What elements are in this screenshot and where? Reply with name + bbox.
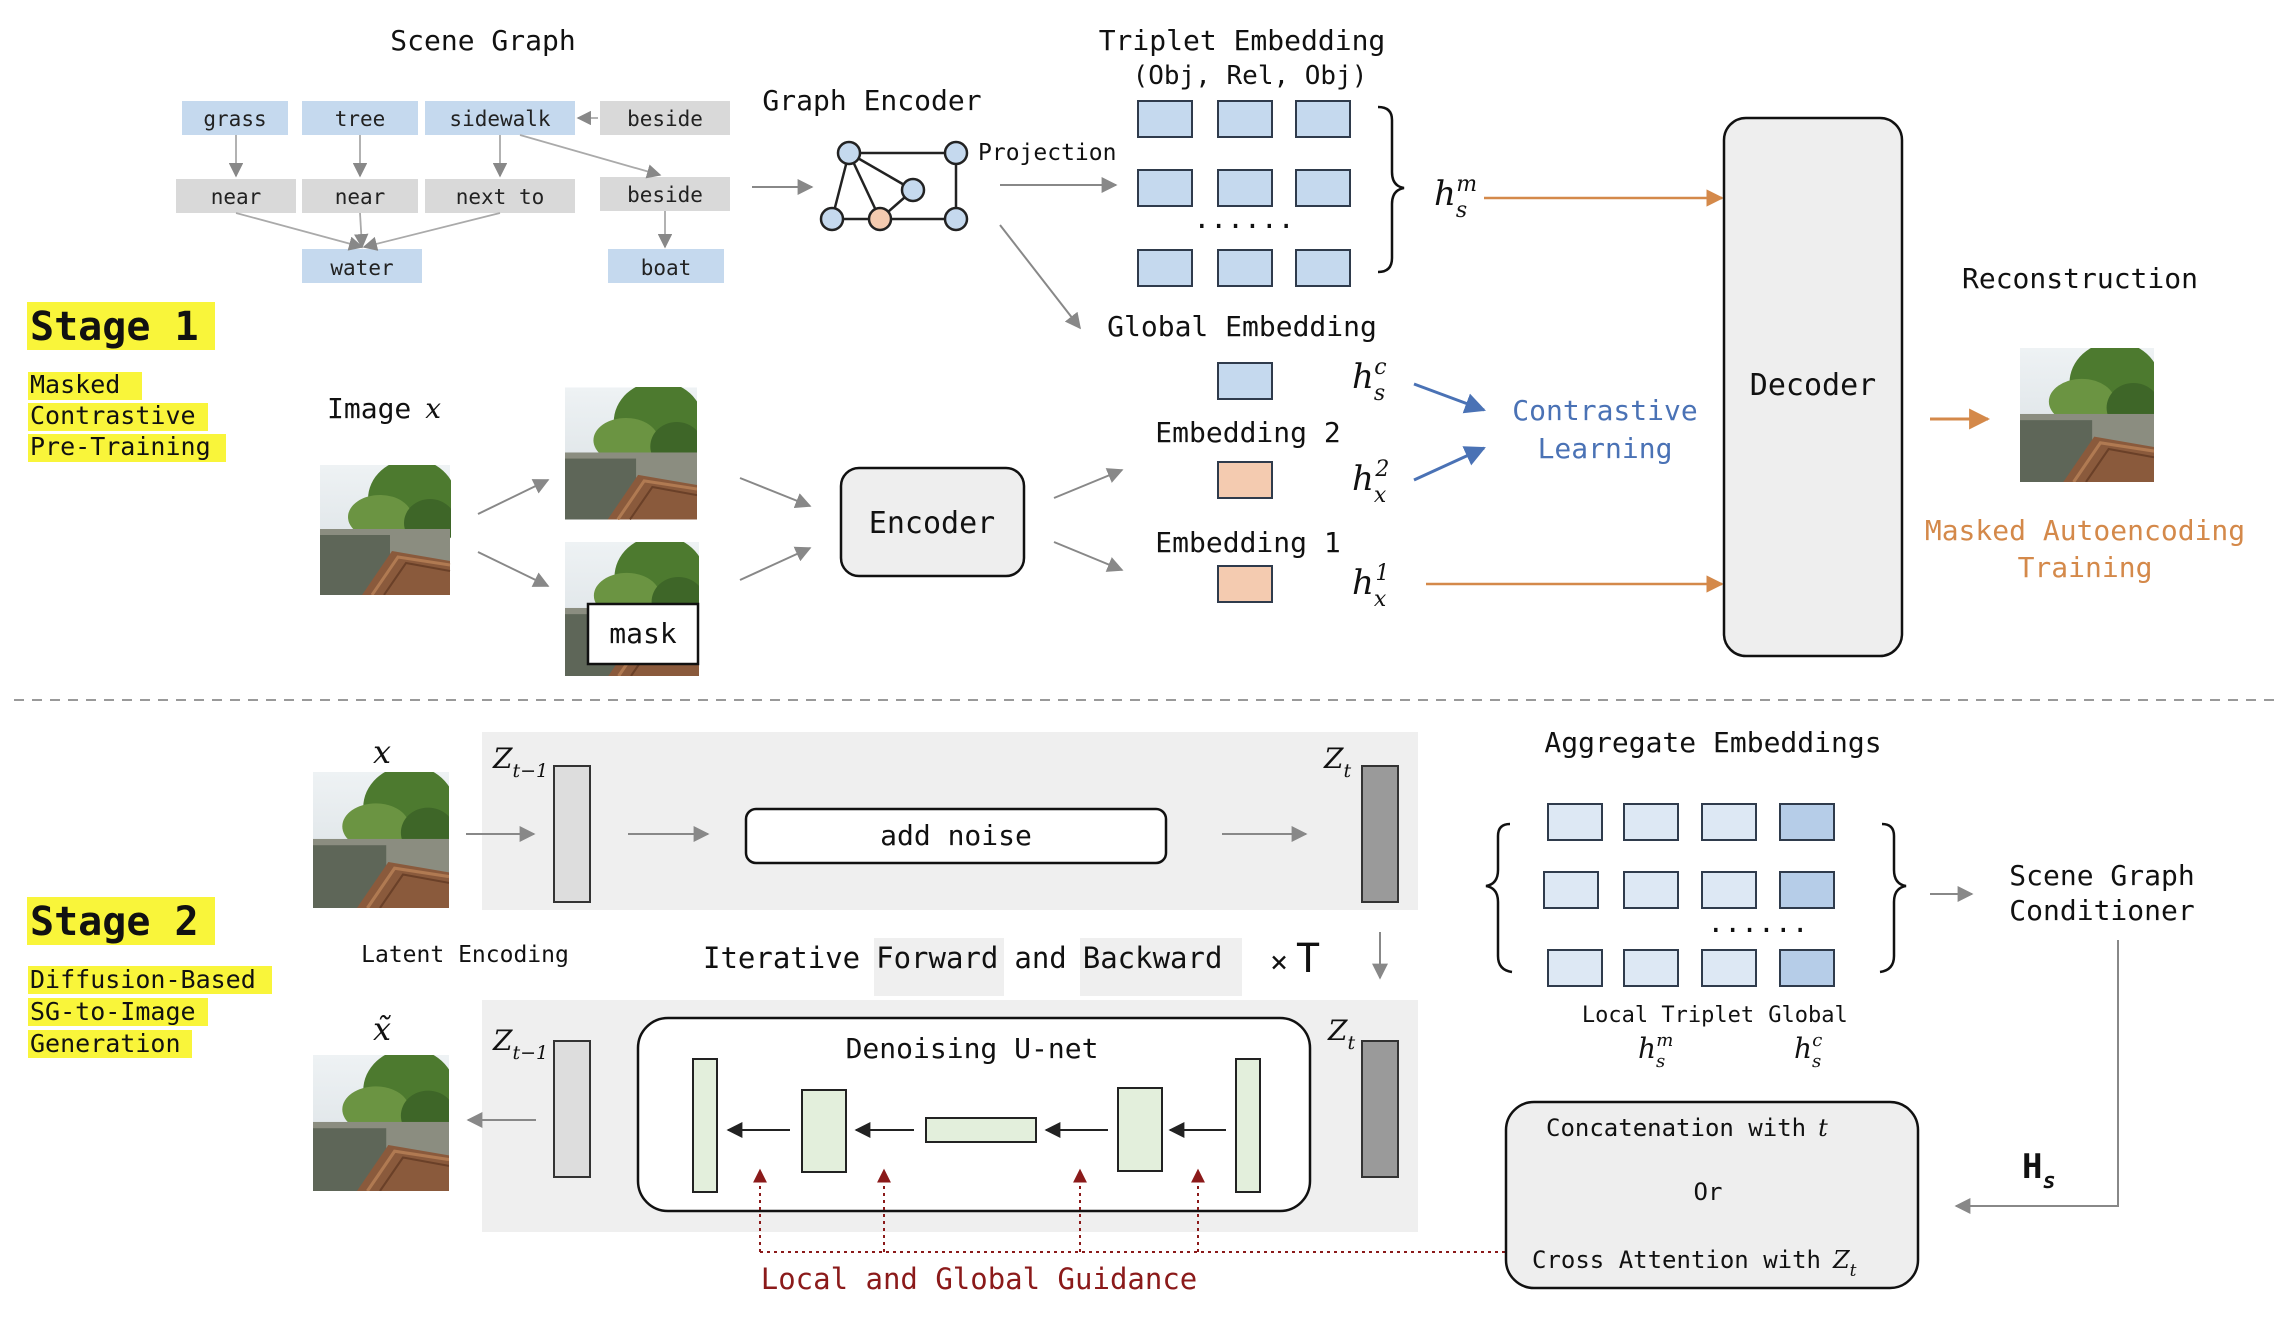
aggregate-title: Aggregate Embeddings xyxy=(1544,726,1881,759)
sg-node-water: water xyxy=(330,256,393,280)
latent-encoding-label: Latent Encoding xyxy=(361,942,569,968)
sg-node-tree: tree xyxy=(335,107,386,131)
embedding-2: Embedding 2 hx2 xyxy=(1155,416,1389,508)
decoder-block xyxy=(1722,116,1904,658)
times-symbol: × xyxy=(1270,945,1288,980)
reconstructed-image xyxy=(2020,348,2154,482)
z-prev-forward xyxy=(553,765,591,903)
stage1-subtitle-1: Masked xyxy=(30,370,120,399)
stage1-label: Stage 1 Masked Contrastive Pre-Training xyxy=(27,302,226,462)
stage1-subtitle-2: Contrastive xyxy=(30,401,196,430)
z-t-backward xyxy=(1361,1040,1399,1178)
embedding-1: Embedding 1 hx1 xyxy=(1155,526,1389,612)
unet-layer xyxy=(801,1089,847,1173)
stage1-subtitle-3: Pre-Training xyxy=(30,432,211,461)
h-x-1-label: hx1 xyxy=(1352,561,1389,612)
x-tilde-image xyxy=(313,1055,449,1191)
z-t-forward xyxy=(1361,765,1399,903)
conditioner-line1: Scene Graph xyxy=(2009,859,2194,892)
encoder-label: Encoder xyxy=(869,506,995,541)
stage2-subtitle-2: SG-to-Image xyxy=(30,997,196,1026)
sg-rel-beside: beside xyxy=(627,183,703,207)
triplet-subtitle: (Obj, Rel, Obj) xyxy=(1133,61,1368,91)
unet-title: Denoising U-net xyxy=(846,1032,1099,1065)
contrastive-line1: Contrastive xyxy=(1512,394,1697,427)
mask-label: mask xyxy=(609,617,677,650)
z-t-forward-label: Zt xyxy=(1323,742,1351,782)
agg-h-s-m: hsm xyxy=(1638,1030,1673,1072)
encoder-block xyxy=(839,466,1026,578)
triplet-dots: ...... xyxy=(1193,202,1294,235)
scene-graph-title: Scene Graph xyxy=(390,24,575,57)
stage1-title: Stage 1 xyxy=(30,304,199,350)
T-label: T xyxy=(1296,936,1320,982)
input-image xyxy=(319,465,451,595)
mae-line1: Masked Autoencoding xyxy=(1925,514,2245,547)
x-tilde-label: x̃ xyxy=(373,1010,392,1048)
unet-layer xyxy=(692,1058,718,1193)
x-label: x xyxy=(373,733,391,771)
h-s-m-label: hsm xyxy=(1434,172,1477,223)
embedding2-title: Embedding 2 xyxy=(1155,416,1340,449)
projection-label: Projection xyxy=(978,140,1116,166)
conditioner-line2: Conditioner xyxy=(2009,894,2194,927)
mae-line2: Training xyxy=(2018,551,2153,584)
H-s-label: Hs xyxy=(2022,1147,2056,1194)
unet-bottleneck xyxy=(925,1117,1037,1143)
concat-or: Or xyxy=(1694,1178,1723,1206)
triplet-embedding: Triplet Embedding (Obj, Rel, Obj) ......… xyxy=(1099,24,1477,287)
agg-h-s-c: hsc xyxy=(1794,1030,1822,1072)
graph-encoder-title: Graph Encoder xyxy=(762,84,981,117)
sg-rel-beside-top: beside xyxy=(627,107,703,131)
h-x-2-label: hx2 xyxy=(1352,457,1389,508)
sg-rel-near-1: near xyxy=(211,185,262,209)
sg-node-boat: boat xyxy=(641,256,692,280)
embedding1-title: Embedding 1 xyxy=(1155,526,1340,559)
global-embedding-title: Global Embedding xyxy=(1107,310,1377,343)
local-triplet-label: Local Triplet xyxy=(1582,1003,1754,1028)
z-prev-backward-label: Zt−1 xyxy=(492,1024,548,1064)
stage2-title: Stage 2 xyxy=(30,899,199,945)
unet-layer xyxy=(1235,1058,1261,1193)
sg-rel-near-2: near xyxy=(335,185,386,209)
sg-node-sidewalk: sidewalk xyxy=(449,107,551,131)
reconstruction-title: Reconstruction xyxy=(1962,262,2198,295)
graph-encoder: Graph Encoder Projection xyxy=(762,84,1116,232)
h-s-c-label: hsc xyxy=(1352,355,1387,406)
add-noise-block xyxy=(744,807,1168,865)
conditioning-box xyxy=(1504,1100,1920,1290)
augmented-image xyxy=(565,387,697,520)
sg-node-grass: grass xyxy=(203,107,266,131)
scene-graph: Scene Graph grass tree sidewalk beside n… xyxy=(176,24,730,283)
unet-layer xyxy=(1117,1087,1163,1172)
decoder-label: Decoder xyxy=(1750,368,1876,403)
sg-rel-next-to: next to xyxy=(456,185,545,209)
stage2-subtitle-3: Generation xyxy=(30,1029,181,1058)
aggregate-dots: ...... xyxy=(1707,906,1808,939)
aggregate-embeddings: Aggregate Embeddings ...... Local Triple… xyxy=(1485,726,1907,1072)
stage2-subtitle-1: Diffusion-Based xyxy=(30,965,256,994)
stage2-label: Stage 2 Diffusion-Based SG-to-Image Gene… xyxy=(27,897,272,1058)
contrastive-line2: Learning xyxy=(1538,432,1673,465)
x-image xyxy=(313,772,449,908)
mask-box xyxy=(586,602,700,666)
z-prev-forward-label: Zt−1 xyxy=(492,742,548,782)
add-noise-label: add noise xyxy=(880,819,1032,852)
global-embedding: Global Embedding hsc xyxy=(1107,310,1386,406)
triplet-title: Triplet Embedding xyxy=(1099,24,1386,57)
z-prev-backward xyxy=(553,1040,591,1178)
global-label: Global xyxy=(1768,1003,1847,1028)
z-t-backward-label: Zt xyxy=(1327,1014,1355,1054)
guidance-label: Local and Global Guidance xyxy=(761,1262,1198,1296)
